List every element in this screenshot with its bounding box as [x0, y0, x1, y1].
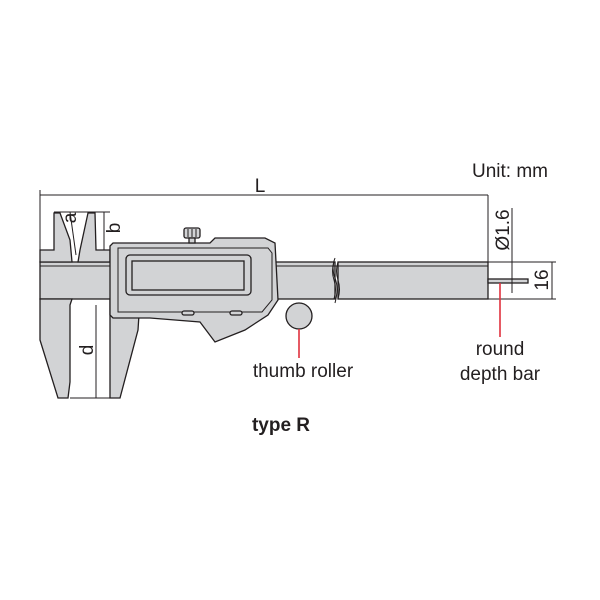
dimension-b-label: b — [104, 223, 125, 234]
thumb-roller-label: thumb roller — [253, 361, 354, 382]
depth-bar — [487, 278, 529, 284]
caption: type R — [252, 415, 310, 436]
depth-bar-diameter-label: Ø1.6 — [493, 209, 514, 250]
dimension-d-label: d — [77, 345, 98, 356]
depth-bar-label-2: depth bar — [460, 364, 541, 385]
beam-width-label: 16 — [532, 269, 553, 290]
depth-bar-label-1: round — [476, 339, 525, 360]
dimension-a-label: a — [60, 212, 81, 223]
fixed-jaw — [39, 212, 111, 399]
slider-body — [109, 237, 279, 343]
locking-screw — [183, 227, 201, 244]
thumb-roller — [285, 302, 313, 330]
dimension-lines — [39, 190, 556, 399]
dimension-L-label: L — [255, 176, 266, 197]
unit-label: Unit: mm — [472, 161, 548, 182]
